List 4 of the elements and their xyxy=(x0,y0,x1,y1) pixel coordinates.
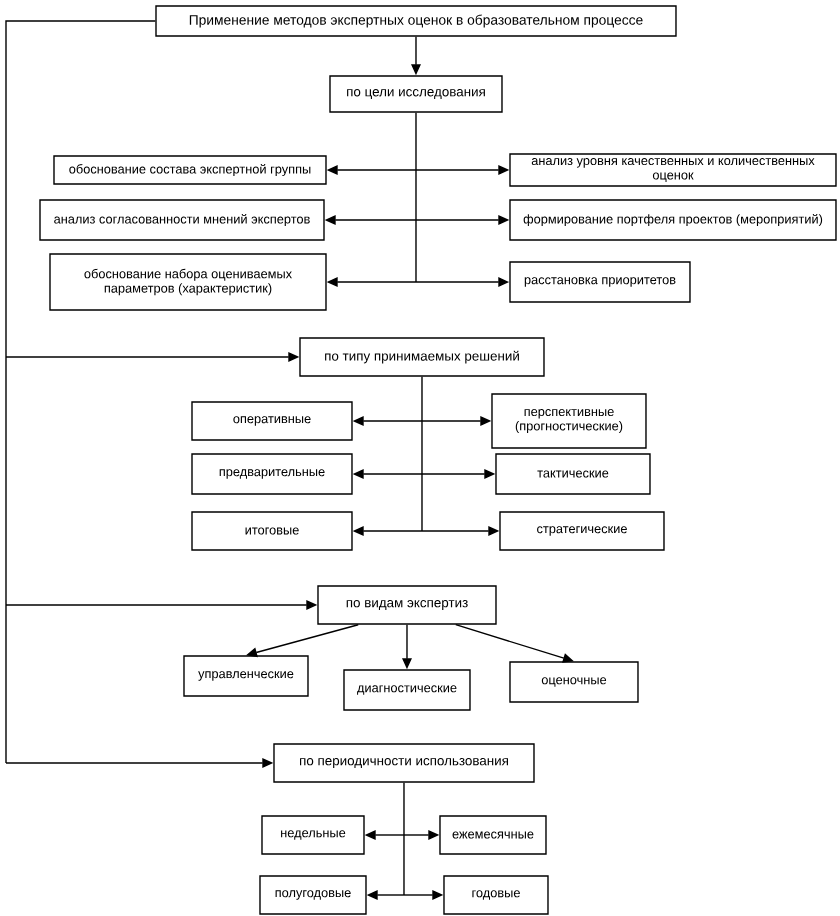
connector-line xyxy=(421,376,423,532)
connector-line xyxy=(403,782,405,896)
connector-line xyxy=(5,20,156,764)
connector-line xyxy=(415,112,417,283)
